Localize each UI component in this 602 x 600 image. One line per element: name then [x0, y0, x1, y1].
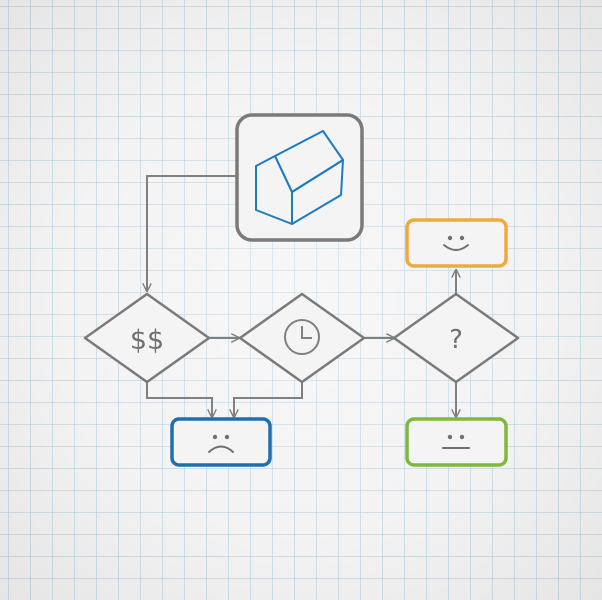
- outcome-neutral: [405, 417, 508, 467]
- clock-icon: [284, 319, 320, 355]
- sad-face-icon: [208, 434, 234, 453]
- outcome-happy: [405, 218, 508, 268]
- decision-cost-symbol: $$: [130, 325, 164, 356]
- connector-time-to-sad: [234, 380, 303, 417]
- connector-cost-to-sad: [146, 380, 212, 417]
- decision-unknown: ?: [392, 292, 520, 384]
- happy-face-icon: [443, 235, 469, 251]
- connectors: [146, 175, 456, 417]
- decision-time: [238, 292, 366, 384]
- decision-unknown-symbol: ?: [449, 325, 463, 355]
- decision-cost: $$: [83, 292, 211, 384]
- neutral-face-icon: [442, 434, 470, 449]
- connector-start-to-cost: [147, 175, 236, 291]
- house-icon: [255, 130, 344, 225]
- outcome-sad: [170, 417, 272, 467]
- start-node: [235, 113, 364, 242]
